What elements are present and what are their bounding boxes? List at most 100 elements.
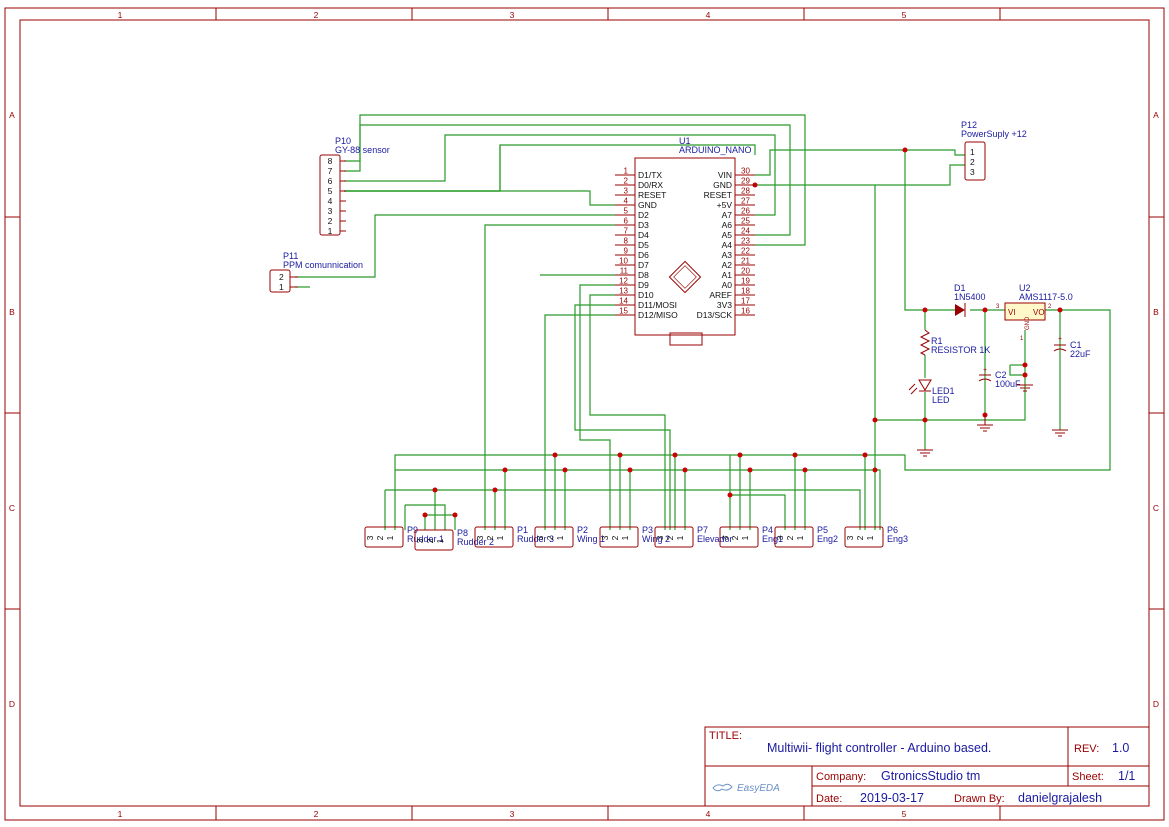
header-pin-number: 3 (475, 535, 485, 540)
c2-ref: C2 (995, 370, 1007, 380)
p12-power-header: 1 2 3 P12 PowerSuply +12 (961, 120, 1027, 181)
arduino-pin-number: 18 (741, 287, 750, 296)
c2-capacitor: + C2 100uF (978, 367, 1021, 389)
c1-value: 22uF (1070, 349, 1091, 359)
u2-pin1: 1 (1020, 336, 1024, 342)
header-pin-number: 2 (610, 535, 620, 540)
p12-pin: 3 (970, 167, 975, 177)
arduino-pin-number: 17 (741, 297, 750, 306)
p11-ref: P11 (283, 251, 298, 261)
arduino-pin-name: D9 (638, 280, 649, 290)
header-pin-number: 3 (845, 535, 855, 540)
ground-icon (917, 449, 933, 457)
header-pin-number: 2 (425, 538, 435, 543)
arduino-pin-number: 9 (624, 247, 629, 256)
arduino-pin-number: 29 (741, 177, 750, 186)
p10-pin-number: 7 (328, 166, 333, 176)
header-value: Wing 1 (577, 534, 605, 544)
company-label: Company: (816, 771, 866, 783)
arduino-pin-name: A4 (722, 240, 733, 250)
arduino-pin-number: 10 (619, 257, 628, 266)
arduino-right-pins: 30VIN29GND28RESET27+5V26A725A624A523A422… (697, 167, 755, 320)
sheet-frame: 1 2 3 4 5 1 2 3 4 5 A B C D A B C D (4, 7, 1165, 821)
header-pin-number: 2 (730, 535, 740, 540)
col-label: 3 (510, 10, 515, 20)
arduino-pin-number: 24 (741, 227, 750, 236)
col-label: 5 (902, 10, 907, 20)
c1-capacitor: + C1 22uF (1053, 336, 1091, 359)
arduino-value: ARDUINO_NANO (679, 145, 752, 155)
arduino-pin-name: A7 (722, 210, 733, 220)
header-value: Wing 2 (642, 534, 670, 544)
arduino-pin-number: 30 (741, 167, 750, 176)
header-pin-number: 1 (620, 535, 630, 540)
p11-pin: 1 (279, 282, 284, 292)
arduino-pin-number: 21 (741, 257, 750, 266)
d1-diode: D1 1N5400 (954, 283, 986, 317)
arduino-pin-name: GND (638, 200, 657, 210)
header-body (364, 526, 404, 548)
header-pin-number: 2 (785, 535, 795, 540)
title-value: Multiwii- flight controller - Arduino ba… (767, 741, 991, 755)
svg-text:+: + (983, 367, 987, 374)
arduino-pin-number: 5 (624, 207, 629, 216)
header-value: Eng1 (762, 534, 783, 544)
header-ref: P9 (407, 525, 418, 535)
row-label: A (1153, 110, 1159, 120)
led1: LED1 LED (908, 379, 955, 405)
rev-value: 1.0 (1112, 741, 1129, 755)
easyeda-logo-text: EasyEDA (737, 783, 780, 794)
u2-ref: U2 (1019, 283, 1031, 293)
header-pin-number: 1 (435, 538, 445, 543)
easyeda-logo: EasyEDA (712, 783, 780, 794)
header-body (414, 529, 454, 551)
header-ref: P3 (642, 525, 653, 535)
title-label: TITLE: (709, 730, 742, 742)
header-pin-number: 1 (385, 535, 395, 540)
header-ref: P1 (517, 525, 528, 535)
header-ref: P5 (817, 525, 828, 535)
header-pin-number: 3 (365, 535, 375, 540)
header-pin-number: 1 (495, 535, 505, 540)
arduino-pin-number: 14 (619, 297, 628, 306)
c2-value: 100uF (995, 379, 1021, 389)
arduino-pin-number: 19 (741, 277, 750, 286)
header-pin-number: 1 (555, 535, 565, 540)
header-body (599, 526, 639, 548)
arduino-pin-number: 15 (619, 307, 628, 316)
arduino-pin-name: D5 (638, 240, 649, 250)
header-value: Rudder 1 (407, 534, 444, 544)
svg-text:+: + (1058, 336, 1062, 343)
p10-pin-number: 4 (328, 196, 333, 206)
p10-pin-number: 3 (328, 206, 333, 216)
header-value: Rudder 3 (517, 534, 554, 544)
row-label: C (9, 503, 15, 513)
led1-ref: LED1 (932, 386, 955, 396)
p10-value: GY-88 sensor (335, 145, 390, 155)
arduino-pin-name: A6 (722, 220, 733, 230)
header-pin-number: 1 (675, 535, 685, 540)
row-label: B (9, 307, 15, 317)
p11-pin: 2 (279, 272, 284, 282)
header-pin-number: 3 (600, 535, 610, 540)
r1-value: RESISTOR 1K (931, 345, 990, 355)
r1-ref: R1 (931, 336, 943, 346)
row-label: D (1153, 699, 1159, 709)
p12-ref: P12 (961, 120, 977, 130)
arduino-ref: U1 (679, 136, 691, 146)
arduino-pin-name: D13/SCK (697, 310, 733, 320)
arduino-pin-name: +5V (717, 200, 733, 210)
header-pin-number: 2 (545, 535, 555, 540)
u2-vi: VI (1008, 308, 1016, 317)
u2-regulator: VI VO GND 3 2 1 U2 AMS1117-5.0 (996, 283, 1073, 342)
d1-value: 1N5400 (954, 292, 986, 302)
ground-icon (977, 415, 993, 432)
header-body (774, 526, 814, 548)
